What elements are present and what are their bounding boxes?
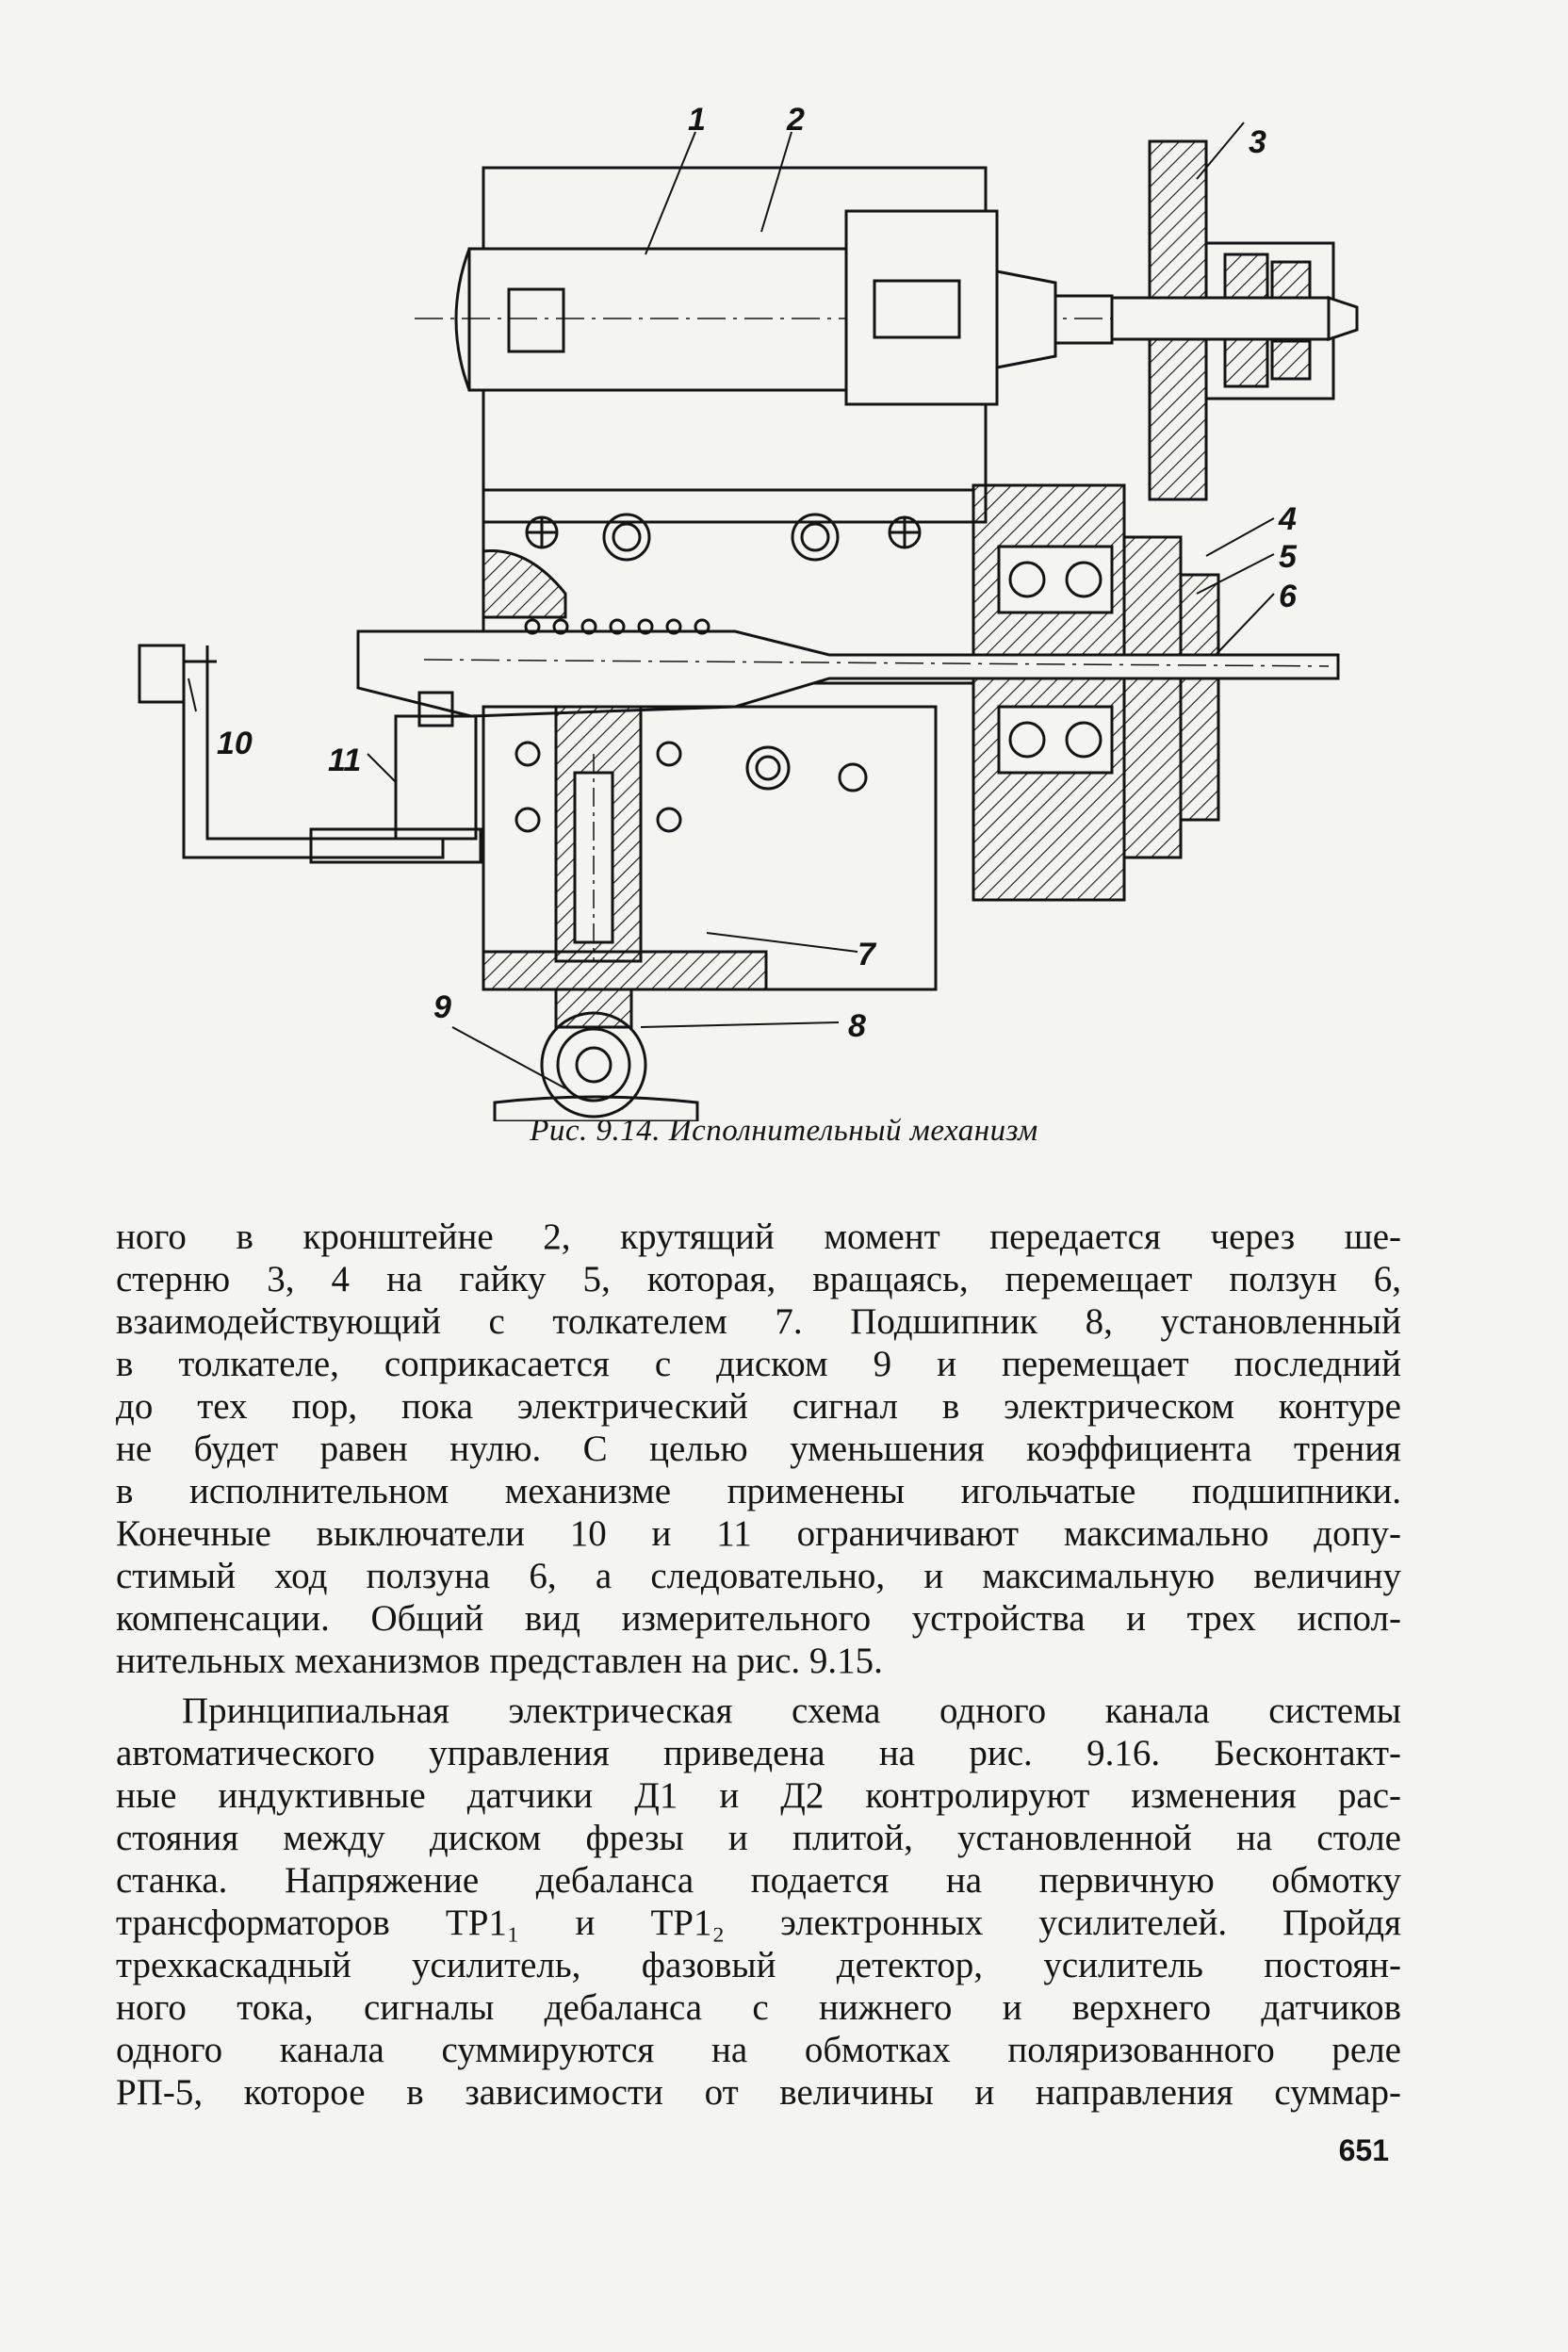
text-line: стояния между диском фрезы и плитой, уст… bbox=[116, 1818, 1401, 1858]
technical-drawing: 1 2 3 4 5 6 7 8 9 10 11 bbox=[138, 104, 1359, 1121]
text-line: стерню 3, 4 на гайку 5, которая, вращаяс… bbox=[116, 1259, 1401, 1299]
text-line: ного в кронштейне 2, крутящий момент пер… bbox=[116, 1217, 1401, 1257]
text-line: взаимодействующий с толкателем 7. Подшип… bbox=[116, 1301, 1401, 1342]
gear-4 bbox=[1122, 535, 1183, 859]
motor-terminal-box bbox=[507, 287, 565, 353]
text-line: РП-5, которое в зависимости от величины … bbox=[116, 2072, 1401, 2113]
label-1: 1 bbox=[688, 104, 706, 138]
text-line: стимый ход ползуна 6, а следовательно, и… bbox=[116, 1556, 1401, 1596]
label-4: 4 bbox=[1278, 501, 1297, 537]
text-line: станка. Напряжение дебаланса подается на… bbox=[116, 1860, 1401, 1901]
text-line: компенсации. Общий вид измерительного ус… bbox=[116, 1598, 1401, 1639]
text-line: Конечные выключатели 10 и 11 ограничиваю… bbox=[116, 1513, 1401, 1554]
label-10: 10 bbox=[217, 726, 253, 761]
slider-6 bbox=[356, 629, 1340, 718]
paragraph-1: ного в кронштейне 2, крутящий момент пер… bbox=[116, 1216, 1401, 1682]
text-line: ного тока, сигналы дебаланса с нижнего и… bbox=[116, 1987, 1401, 2028]
label-2: 2 bbox=[786, 104, 805, 138]
label-7: 7 bbox=[858, 937, 877, 972]
text-line: трансформаторов ТР1₁ и ТР1₂ электронных … bbox=[116, 1903, 1401, 1943]
text-line: не будет равен нулю. С целью уменьшения … bbox=[116, 1429, 1401, 1469]
label-9: 9 bbox=[433, 989, 451, 1025]
text-line: нительных механизмов представлен на рис.… bbox=[116, 1641, 883, 1681]
text-line: в толкателе, соприкасается с диском 9 и … bbox=[116, 1344, 1401, 1384]
limit-switch-11 bbox=[394, 714, 478, 841]
text-line: одного канала суммируются на обмотках по… bbox=[116, 2030, 1401, 2070]
figure-caption: Рис. 9.14. Исполнительный механизм bbox=[530, 1114, 1038, 1148]
text-line: ные индуктивные датчики Д1 и Д2 контроли… bbox=[116, 1775, 1401, 1816]
label-5: 5 bbox=[1279, 539, 1298, 575]
label-6: 6 bbox=[1279, 579, 1298, 614]
text-line: в исполнительном механизме применены иго… bbox=[116, 1471, 1401, 1511]
figure-actuator-drawing: 1 2 3 4 5 6 7 8 9 10 11 bbox=[113, 104, 1432, 1121]
page-number: 651 bbox=[1338, 2133, 1389, 2167]
bearing-8 bbox=[540, 1011, 647, 1119]
body-text: ного в кронштейне 2, крутящий момент пер… bbox=[116, 1216, 1401, 2114]
disk-9 bbox=[493, 1095, 699, 1121]
label-11: 11 bbox=[328, 743, 361, 778]
label-3: 3 bbox=[1249, 124, 1266, 160]
text-line: до тех пор, пока электрический сигнал в … bbox=[116, 1386, 1401, 1427]
text-line: трехкаскадный усилитель, фазовый детекто… bbox=[116, 1945, 1401, 1985]
text-line: автоматического управления приведена на … bbox=[116, 1733, 1401, 1773]
motor-end-cap bbox=[454, 248, 471, 391]
label-8: 8 bbox=[848, 1008, 866, 1044]
needle-bearings bbox=[524, 618, 710, 635]
paragraph-2: Принципиальная электрическая схема одног… bbox=[116, 1690, 1401, 2114]
coupling-bracket bbox=[844, 209, 999, 406]
text-line: Принципиальная электрическая схема одног… bbox=[182, 1690, 1401, 1731]
figure-labels: 1 2 3 4 5 6 7 8 9 10 11 bbox=[217, 104, 1298, 1044]
